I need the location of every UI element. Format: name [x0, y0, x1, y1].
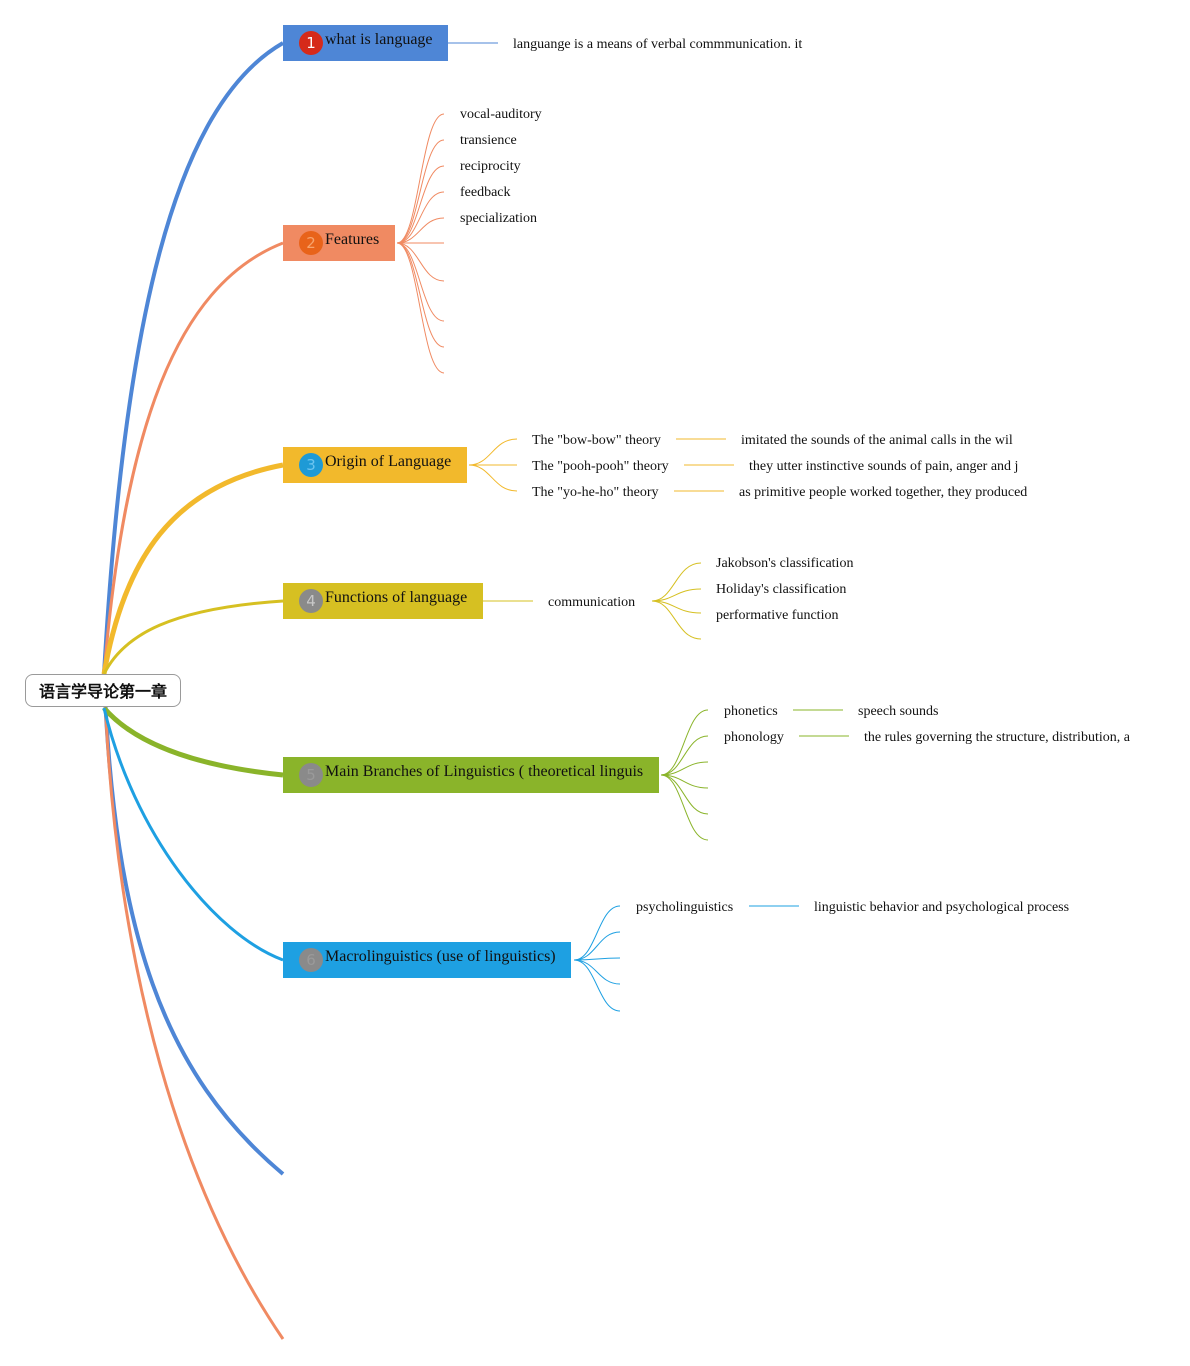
theory-detail[interactable]: as primitive people worked together, the… — [739, 485, 1028, 500]
theory-detail[interactable]: they utter instinctive sounds of pain, a… — [749, 459, 1019, 474]
function-item[interactable]: Jakobson's classification — [716, 556, 854, 571]
topic-label: Features — [325, 231, 380, 248]
topic-origin-of-language[interactable]: 3 Origin of Language — [283, 447, 467, 483]
child-connector — [396, 113, 445, 244]
child-connector — [573, 905, 621, 961]
child-connector — [573, 931, 621, 961]
macro-name[interactable]: psycholinguistics — [636, 900, 734, 915]
feature-item[interactable]: vocal-auditory — [460, 107, 542, 122]
child-connector — [660, 761, 709, 776]
macro-detail[interactable]: linguistic behavior and psychological pr… — [814, 900, 1070, 915]
child-connector — [396, 191, 445, 244]
theory-name[interactable]: The "pooh-pooh" theory — [532, 459, 669, 474]
main-branch-line — [102, 241, 284, 675]
number-badge-2: 2 — [299, 231, 323, 255]
child-connector — [396, 242, 445, 374]
number-badge-5: 5 — [299, 763, 323, 787]
feature-item[interactable]: reciprocity — [460, 159, 521, 174]
theory-name[interactable]: The "bow-bow" theory — [532, 433, 661, 448]
topic-label: Main Branches of Linguistics ( theoretic… — [325, 763, 644, 780]
child-connector — [396, 139, 445, 244]
child-connector — [396, 242, 445, 282]
branch-name[interactable]: phonetics — [724, 704, 778, 719]
child-connector — [660, 774, 709, 815]
child-connector — [651, 588, 702, 602]
child-connector — [573, 957, 621, 961]
function-item[interactable]: Holiday's classification — [716, 582, 847, 597]
root-topic[interactable]: 语言学导论第一章 — [25, 674, 181, 707]
topic-label: what is language — [325, 31, 433, 48]
topic-features[interactable]: 2 Features — [283, 225, 395, 261]
topic-label: Macrolinguistics (use of linguistics) — [325, 948, 556, 965]
child-connector — [396, 217, 445, 244]
main-branch-line — [102, 673, 285, 1176]
child-connector — [573, 959, 621, 1012]
main-branch-line — [102, 41, 284, 675]
topic-functions-of-language[interactable]: 4 Functions of language — [283, 583, 483, 619]
child-connector — [660, 735, 709, 776]
child-connector — [468, 438, 518, 466]
main-branch-line — [101, 462, 284, 675]
child-connector — [660, 709, 709, 776]
branch-detail[interactable]: the rules governing the structure, distr… — [864, 730, 1130, 745]
feature-item[interactable]: transience — [460, 133, 517, 148]
branch-detail[interactable]: speech sounds — [858, 704, 939, 719]
main-branch-line — [102, 706, 284, 778]
main-branch-line — [102, 707, 284, 962]
feature-item[interactable]: feedback — [460, 185, 511, 200]
number-badge-6: 6 — [299, 948, 323, 972]
feature-item[interactable]: specialization — [460, 211, 537, 226]
child-connector — [651, 562, 702, 602]
child-connector — [396, 165, 445, 244]
child-connector — [468, 464, 518, 492]
child-connector — [396, 242, 445, 348]
number-badge-3: 3 — [299, 453, 323, 477]
child-connector — [660, 774, 709, 841]
main-branch-line — [102, 673, 285, 1340]
function-item[interactable]: performative function — [716, 608, 839, 623]
topic-label: Functions of language — [325, 589, 468, 606]
topic-main-branches[interactable]: 5 Main Branches of Linguistics ( theoret… — [283, 757, 659, 793]
branch-name[interactable]: phonology — [724, 730, 784, 745]
topic-macrolinguistics[interactable]: 6 Macrolinguistics (use of linguistics) — [283, 942, 571, 978]
theory-detail[interactable]: imitated the sounds of the animal calls … — [741, 433, 1013, 448]
topic-label: Origin of Language — [325, 453, 452, 470]
child-connector — [573, 959, 621, 985]
function-main[interactable]: communication — [548, 595, 636, 610]
topic-what-is-language[interactable]: 1 what is language — [283, 25, 448, 61]
number-badge-4: 4 — [299, 589, 323, 613]
theory-name[interactable]: The "yo-he-ho" theory — [532, 485, 659, 500]
main-branch-line — [102, 599, 284, 675]
child-connector — [651, 600, 702, 640]
definition-text[interactable]: languange is a means of verbal commmunic… — [513, 37, 803, 52]
number-badge-1: 1 — [299, 31, 323, 55]
